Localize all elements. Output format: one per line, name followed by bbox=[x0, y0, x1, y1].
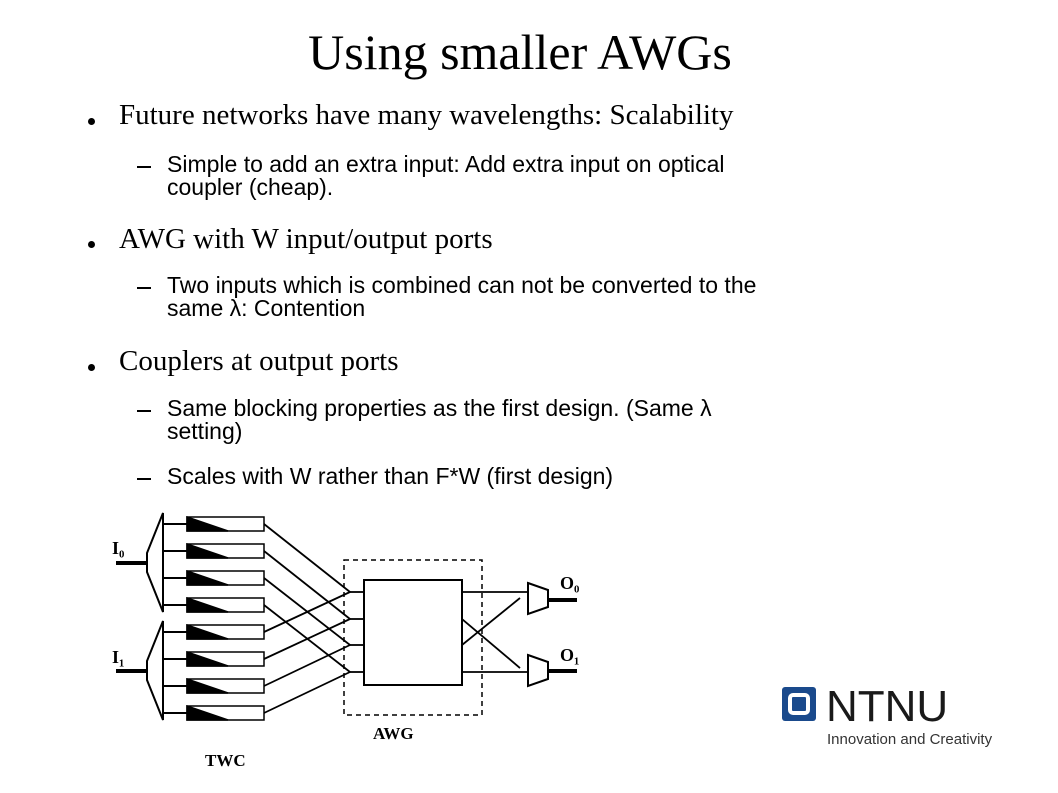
twc-label: TWC bbox=[205, 751, 246, 770]
sub-bullet-line: coupler (cheap). bbox=[167, 174, 334, 200]
slide-title: Using smaller AWGs bbox=[308, 24, 732, 80]
bullet-text: Couplers at output ports bbox=[119, 345, 399, 377]
twc-wedge bbox=[186, 542, 229, 559]
twc-wedge bbox=[186, 650, 229, 667]
sub-bullet: Same blocking properties as the first de… bbox=[167, 397, 1017, 443]
sub-bullet-dash bbox=[137, 410, 151, 412]
input-splitter-1 bbox=[146, 620, 164, 721]
sub-bullet-line: Two inputs which is combined can not be … bbox=[167, 272, 757, 298]
output-coupler-1 bbox=[527, 653, 549, 688]
ntnu-logo-graphic: NTNU Innovation and Creativity bbox=[782, 682, 993, 748]
sub-bullet-line: setting) bbox=[167, 418, 243, 444]
sub-bullet-dash bbox=[137, 478, 151, 480]
sub-bullet: Simple to add an extra input: Add extra … bbox=[167, 153, 1017, 199]
bullet-text: Future networks have many wavelengths: S… bbox=[119, 99, 734, 131]
sub-bullet: Scales with W rather than F*W (first des… bbox=[167, 465, 1017, 488]
twc-wedge bbox=[186, 623, 229, 640]
ntnu-logo: NTNU Innovation and Creativity bbox=[782, 682, 1002, 758]
sub-bullet-dash bbox=[137, 287, 151, 289]
twc-wedge bbox=[186, 569, 229, 586]
awg-dashed-outline bbox=[343, 559, 483, 716]
input-label-0: I₀ bbox=[112, 538, 124, 558]
input-splitter-0 bbox=[146, 512, 164, 613]
sub-bullet-line: Scales with W rather than F*W (first des… bbox=[167, 463, 614, 489]
sub-bullet: Two inputs which is combined can not be … bbox=[167, 274, 1017, 320]
sub-bullet-dash bbox=[137, 166, 151, 168]
awg-block bbox=[363, 579, 463, 686]
output-label-0: O₀ bbox=[560, 573, 579, 593]
twc-wedge bbox=[186, 677, 229, 694]
twc-wedge bbox=[186, 596, 229, 613]
sub-bullet-line: Same blocking properties as the first de… bbox=[167, 395, 712, 421]
bullet-dot bbox=[88, 364, 95, 371]
bullet-text: AWG with W input/output ports bbox=[119, 223, 493, 255]
twc-wedge bbox=[186, 704, 229, 721]
input-label-1: I₁ bbox=[112, 647, 124, 667]
sub-bullet-line: Simple to add an extra input: Add extra … bbox=[167, 151, 725, 177]
awg-label: AWG bbox=[373, 724, 414, 743]
sub-bullet-line: same λ: Contention bbox=[167, 295, 366, 321]
output-label-1: O₁ bbox=[560, 645, 579, 665]
output-coupler-0 bbox=[527, 581, 549, 616]
bullet-dot bbox=[88, 241, 95, 248]
ntnu-wordmark: NTNU bbox=[826, 683, 948, 731]
ntnu-square-logo-icon bbox=[782, 687, 816, 721]
ntnu-tagline: Innovation and Creativity bbox=[827, 731, 993, 748]
bullet-dot bbox=[88, 118, 95, 125]
twc-wedge bbox=[186, 515, 229, 532]
